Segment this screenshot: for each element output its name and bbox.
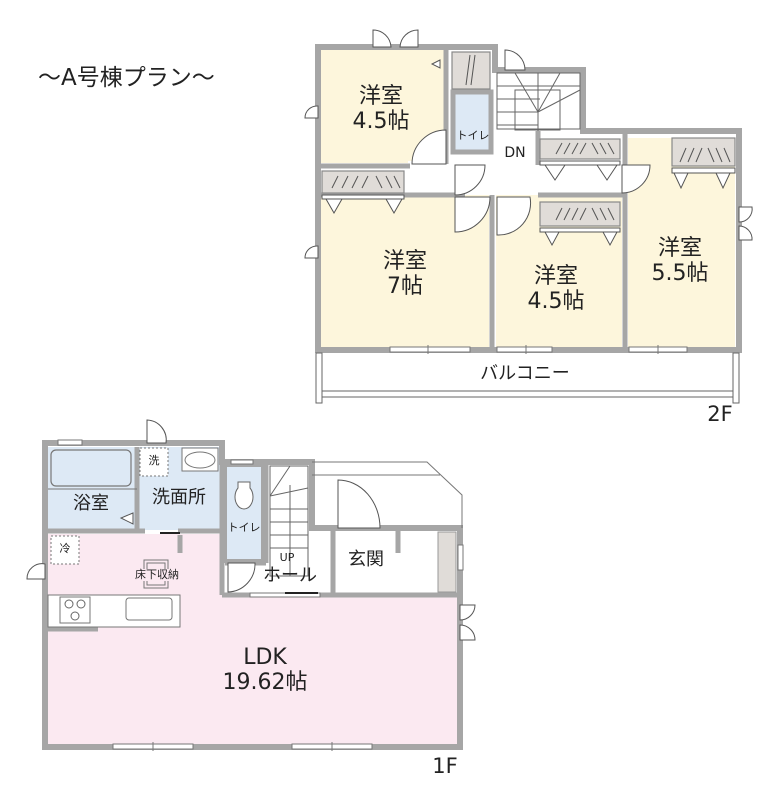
floor-1-label: 1F bbox=[432, 754, 458, 778]
floor-storage-label: 床下収納 bbox=[118, 568, 196, 582]
room-label-bedroom-w: 洋室 7帖 bbox=[365, 249, 445, 299]
washroom-label: 洗面所 bbox=[152, 487, 206, 508]
stairs-down-label: DN bbox=[504, 145, 526, 161]
washer-mark: 洗 bbox=[148, 454, 160, 467]
ldk-name: LDK bbox=[243, 645, 287, 670]
bath-label: 浴室 bbox=[73, 493, 109, 514]
entrance-label: 玄関 bbox=[348, 549, 384, 570]
stairs-up-label: UP bbox=[279, 551, 295, 564]
room-label-bedroom-e: 洋室 5.5帖 bbox=[640, 236, 720, 286]
room-label-bedroom-nw: 洋室 4.5帖 bbox=[341, 84, 421, 134]
floor-2-label: 2F bbox=[707, 402, 733, 426]
room-size: 7帖 bbox=[387, 273, 423, 299]
toilet-label-2f: トイレ bbox=[456, 129, 490, 142]
ldk-size: 19.62帖 bbox=[222, 669, 308, 695]
room-name: 洋室 bbox=[657, 236, 702, 261]
room-size: 5.5帖 bbox=[651, 260, 709, 286]
room-size: 4.5帖 bbox=[352, 108, 410, 134]
plan-title: ～A号棟プラン～ bbox=[38, 65, 215, 91]
ldk-label: LDK 19.62帖 bbox=[200, 645, 330, 695]
fridge-mark: 冷 bbox=[59, 542, 71, 555]
hall-label: ホール bbox=[263, 565, 317, 586]
room-size: 4.5帖 bbox=[527, 288, 585, 314]
balcony-label: バルコニー bbox=[480, 363, 570, 384]
toilet-label-1f: トイレ bbox=[227, 521, 261, 534]
room-name: 洋室 bbox=[533, 264, 578, 289]
room-label-bedroom-c: 洋室 4.5帖 bbox=[516, 264, 596, 314]
room-name: 洋室 bbox=[358, 84, 403, 109]
room-name: 洋室 bbox=[382, 249, 427, 274]
